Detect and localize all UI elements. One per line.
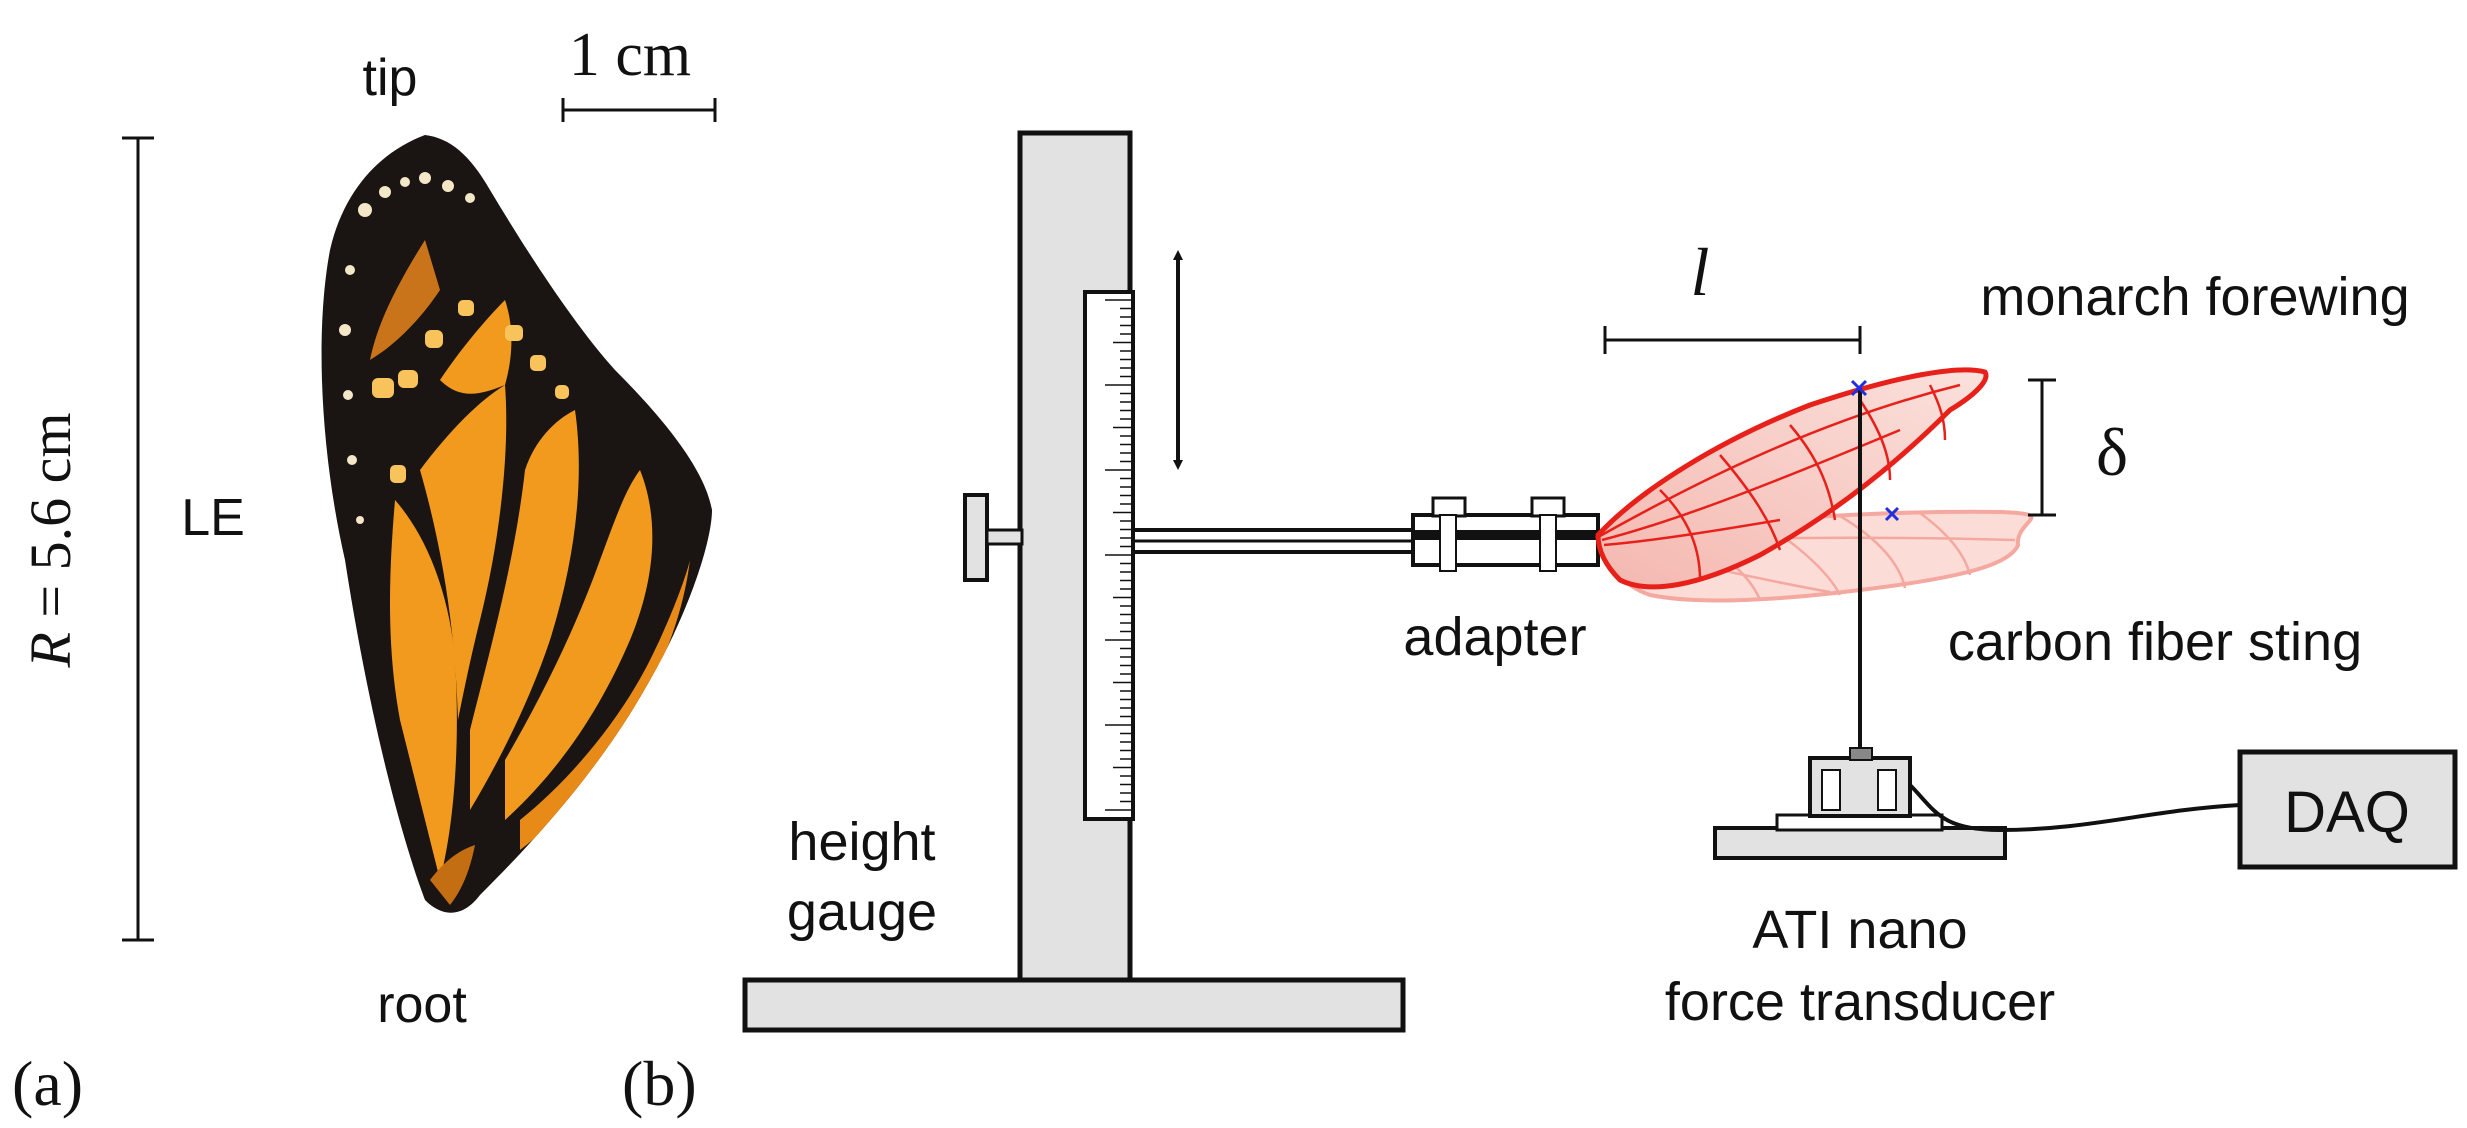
gauge-ticks	[1105, 299, 1131, 811]
monarch-forewing-label: monarch forewing	[1980, 267, 2409, 327]
daq-label: DAQ	[2284, 780, 2410, 845]
deflection-symbol: δ	[2096, 414, 2128, 490]
wing-deflected	[1595, 367, 1989, 590]
panel-b-label: (b)	[622, 1048, 697, 1119]
adapter-label: adapter	[1403, 607, 1586, 667]
span-symbol: R	[18, 632, 83, 668]
daq-box	[2237, 749, 2458, 870]
scale-bar	[561, 98, 717, 122]
transducer-label-line1: ATI nano	[1752, 900, 1967, 960]
tip-label: tip	[363, 49, 418, 107]
force-transducer	[1713, 747, 2007, 860]
gauge-knob	[963, 493, 989, 582]
span-bar	[122, 136, 154, 942]
gauge-base	[742, 977, 1406, 1033]
span-label: R = 5.6 cm	[18, 412, 83, 668]
length-bar	[1603, 326, 1862, 354]
sting-label: carbon fiber sting	[1948, 612, 2362, 672]
deflection-bar	[2028, 378, 2056, 517]
transducer-label-line2: force transducer	[1665, 972, 2055, 1032]
gauge-knob-shaft	[985, 528, 1024, 546]
height-gauge-label-line1: height	[788, 812, 935, 872]
scale-bar-label: 1 cm	[569, 21, 691, 89]
panel-b-labels: DAQ height gauge adapter monarch forewin…	[622, 234, 2410, 1119]
root-label: root	[377, 976, 467, 1034]
daq-cable	[1908, 783, 2241, 833]
sting-markers	[1850, 379, 1900, 522]
span-value: = 5.6 cm	[18, 412, 83, 632]
monarch-wing-photo	[321, 135, 712, 913]
height-gauge-label-line2: gauge	[787, 882, 937, 942]
adapter-clamp	[1411, 496, 1600, 572]
length-symbol: l	[1691, 234, 1710, 310]
panel-b	[742, 130, 2458, 1033]
panel-a: R = 5.6 cm 1 cm	[12, 21, 717, 1119]
le-label: LE	[181, 489, 245, 547]
panel-a-label: (a)	[12, 1048, 83, 1119]
